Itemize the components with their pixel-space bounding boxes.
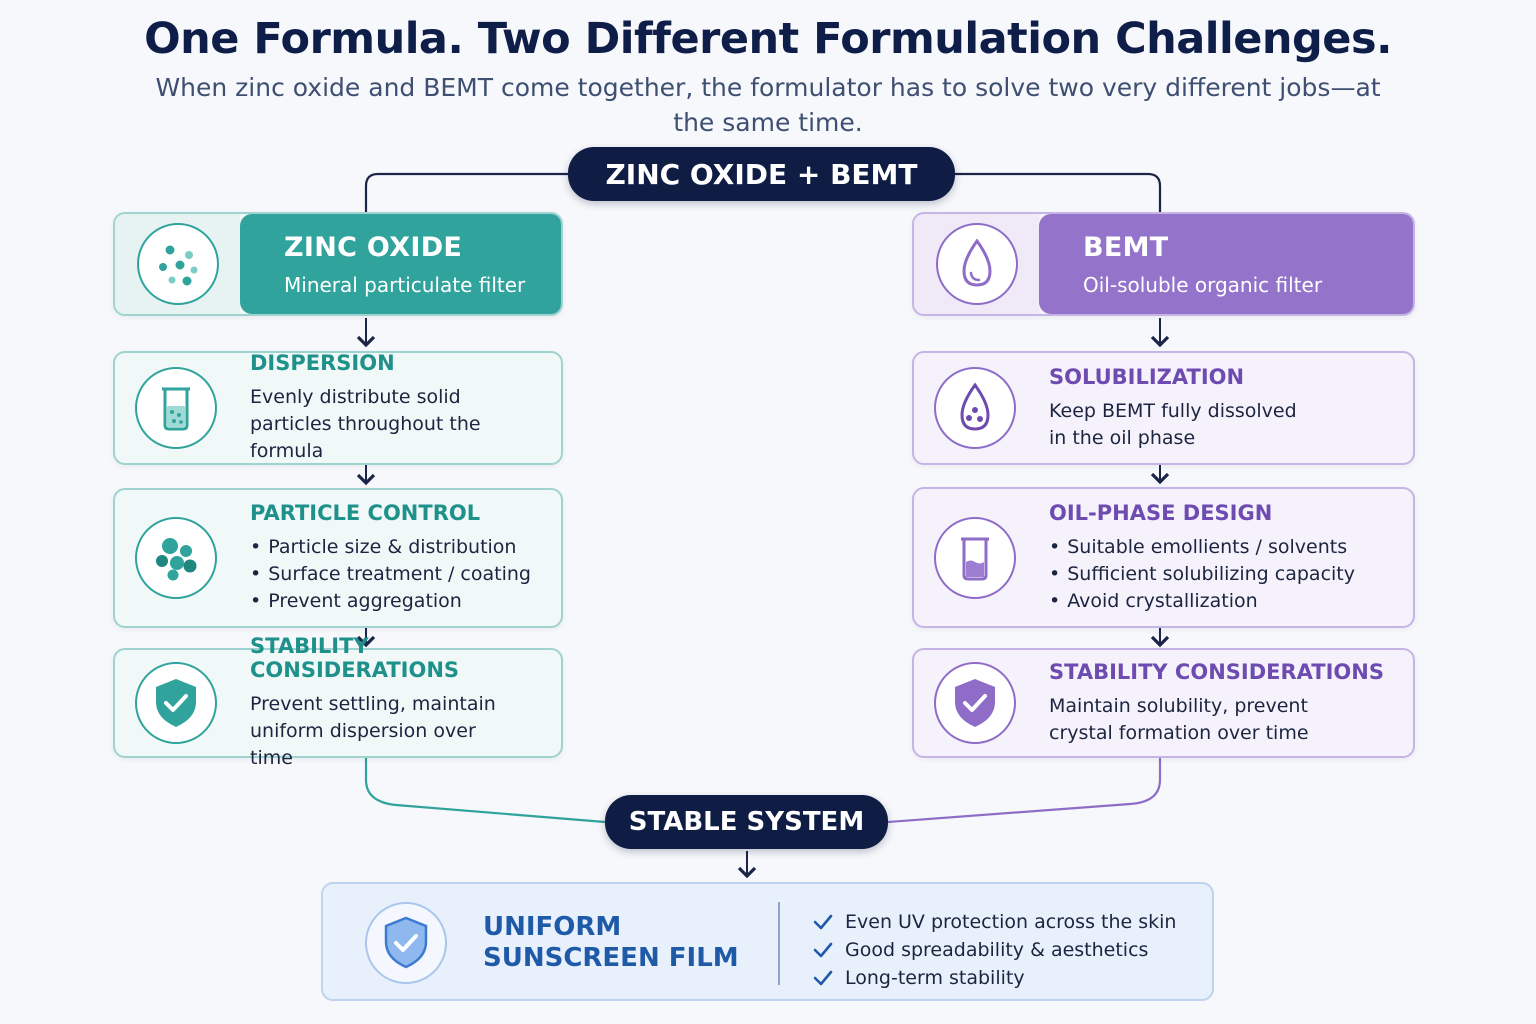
particle-control-title: PARTICLE CONTROL (250, 501, 481, 525)
connector-top-left (364, 172, 568, 212)
zinc-stability-body: Prevent settling, maintain uniform dispe… (250, 693, 496, 769)
zinc-oxide-header-card: ZINC OXIDE Mineral particulate filter (113, 212, 563, 316)
beaker-liquid-icon (934, 516, 1016, 599)
bemt-stability-title: STABILITY CONSIDERATIONS (1049, 659, 1384, 684)
connector-bottom-right (887, 758, 1162, 824)
solubilization-card: SOLUBILIZATION Keep BEMT fully dissolved… (912, 351, 1415, 465)
particles-icon (136, 223, 219, 305)
list-item: Good spreadability & aesthetics (813, 936, 1176, 964)
shield-check-icon (365, 902, 447, 984)
result-card: UNIFORM SUNSCREEN FILM Even UV protectio… (321, 882, 1214, 1001)
connector-top-right (955, 172, 1162, 212)
droplet-dots-icon (934, 367, 1016, 449)
bemt-name: BEMT (1083, 231, 1169, 263)
result-title: UNIFORM SUNSCREEN FILM (483, 912, 739, 973)
checkmark-icon (813, 942, 835, 958)
benefit-text: Long-term stability (845, 967, 1025, 989)
dispersion-card: DISPERSION Evenly distribute solid parti… (113, 351, 563, 465)
list-item: Particle size & distribution (250, 534, 531, 561)
particle-control-list: Particle size & distribution Surface tre… (250, 534, 531, 615)
checkmark-icon (813, 970, 835, 986)
result-divider (778, 902, 780, 985)
list-item: Prevent aggregation (250, 588, 531, 615)
list-item: Suitable emollients / solvents (1049, 534, 1355, 561)
bemt-header-card: BEMT Oil-soluble organic filter (912, 212, 1415, 316)
shield-check-icon (934, 662, 1016, 744)
stable-system-pill: STABLE SYSTEM (605, 795, 888, 849)
page-title: One Formula. Two Different Formulation C… (144, 14, 1392, 64)
result-benefits-list: Even UV protection across the skin Good … (813, 908, 1176, 992)
dispersion-body: Evenly distribute solid particles throug… (250, 386, 481, 462)
oil-phase-design-card: OIL-PHASE DESIGN Suitable emollients / s… (912, 487, 1415, 628)
checkmark-icon (813, 914, 835, 930)
particle-control-card: PARTICLE CONTROL Particle size & distrib… (113, 488, 563, 628)
oil-phase-design-list: Suitable emollients / solvents Sufficien… (1049, 534, 1355, 615)
list-item: Sufficient solubilizing capacity (1049, 561, 1355, 588)
combination-pill: ZINC OXIDE + BEMT (568, 147, 955, 201)
connector-bottom-left (364, 758, 606, 824)
bemt-desc: Oil-soluble organic filter (1083, 272, 1323, 297)
list-item: Surface treatment / coating (250, 561, 531, 588)
zinc-stability-card: STABILITY CONSIDERATIONS Prevent settlin… (113, 634, 563, 769)
list-item: Long-term stability (813, 964, 1176, 992)
zinc-oxide-name: ZINC OXIDE (284, 231, 463, 263)
particle-cluster-icon (135, 517, 217, 599)
benefit-text: Good spreadability & aesthetics (845, 939, 1149, 961)
solubilization-title: SOLUBILIZATION (1049, 364, 1245, 389)
benefit-text: Even UV protection across the skin (845, 911, 1177, 933)
bemt-stability-body: Maintain solubility, prevent crystal for… (1049, 694, 1309, 744)
dispersion-title: DISPERSION (250, 351, 395, 375)
page-subtitle: When zinc oxide and BEMT come together, … (155, 73, 1381, 137)
droplet-icon (935, 223, 1018, 305)
bemt-stability-card: STABILITY CONSIDERATIONS Maintain solubi… (912, 648, 1415, 758)
list-item: Even UV protection across the skin (813, 908, 1176, 936)
list-item: Avoid crystallization (1049, 588, 1355, 615)
shield-check-icon (135, 662, 217, 744)
zinc-stability-title: STABILITY CONSIDERATIONS (250, 634, 460, 682)
oil-phase-design-title: OIL-PHASE DESIGN (1049, 500, 1273, 525)
zinc-oxide-desc: Mineral particulate filter (284, 272, 526, 297)
beaker-particles-icon (135, 367, 217, 449)
solubilization-body: Keep BEMT fully dissolved in the oil pha… (1049, 399, 1297, 449)
